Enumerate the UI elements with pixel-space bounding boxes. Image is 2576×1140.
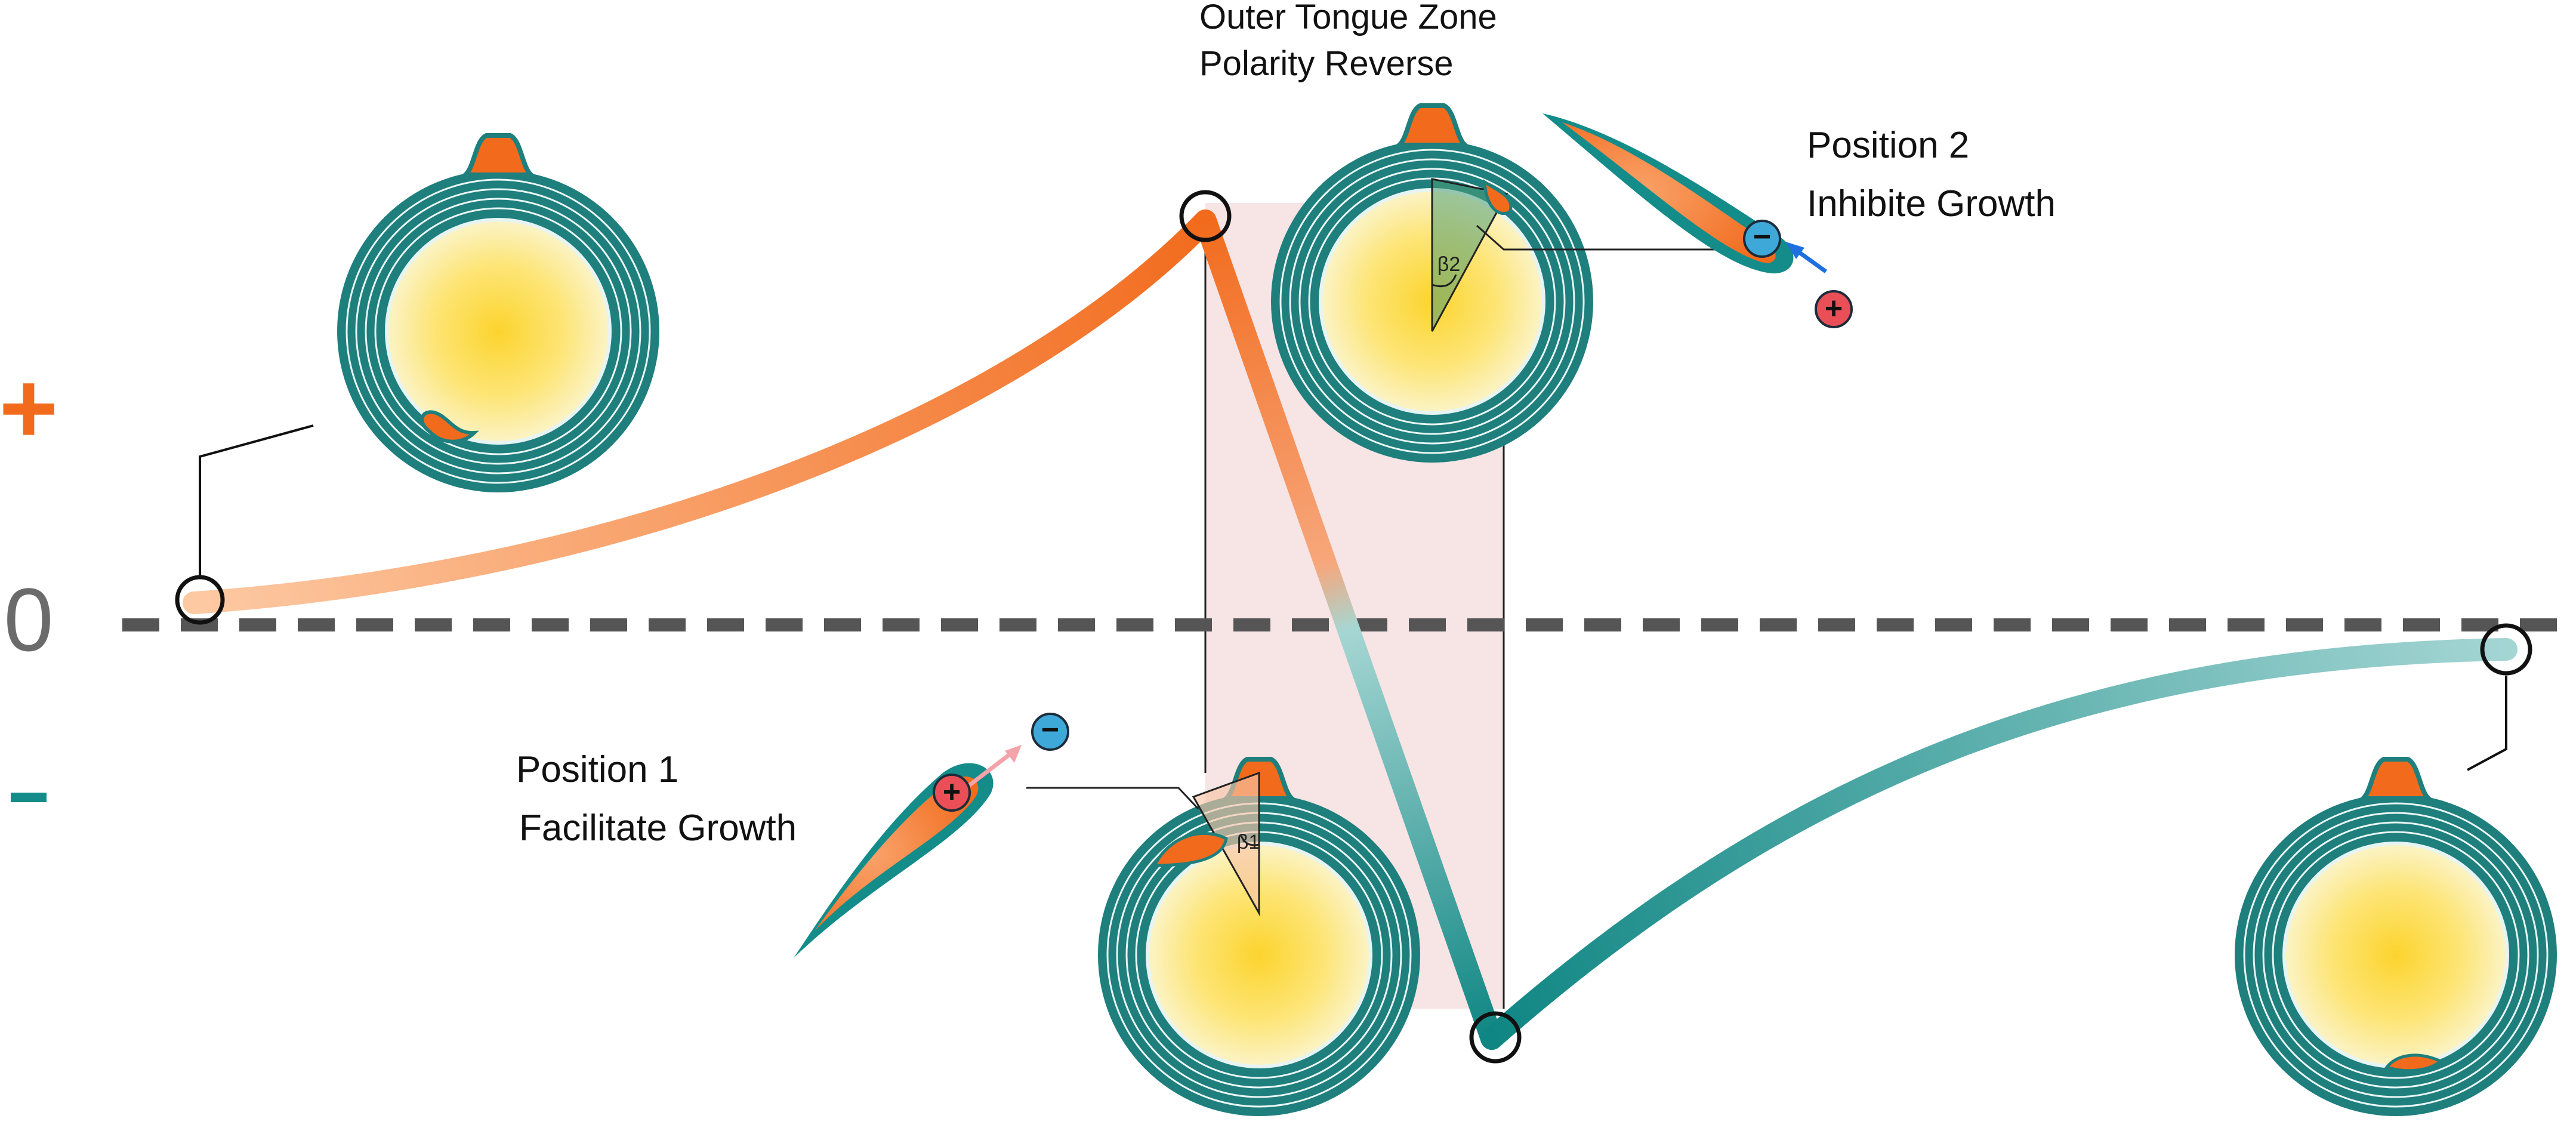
position2-pointer	[1476, 224, 1751, 251]
tongue-process-icon	[1483, 179, 1513, 215]
minus-charge-icon: −	[1031, 713, 1069, 751]
svg-text:−: −	[1753, 220, 1771, 254]
point-peak-marker	[1179, 190, 1232, 242]
myelin-cross-section-icon	[1098, 759, 1420, 1116]
position2-description: Inhibite Growth	[1807, 183, 2056, 224]
myelin-cross-section-icon	[337, 135, 659, 492]
tongue-process-icon	[420, 410, 479, 443]
position1-label: Position 1	[516, 749, 678, 790]
angle-arc-beta1	[1240, 835, 1260, 846]
position1-arrow	[960, 749, 1016, 793]
svg-text:+: +	[1825, 291, 1843, 326]
angle-wedge-beta2	[1431, 178, 1508, 332]
position2-arrowhead	[1785, 242, 1804, 259]
myelin-cross-section-icon	[2235, 759, 2557, 1116]
connector-end	[2467, 676, 2507, 771]
position1-pointer	[1026, 787, 1199, 810]
outer-tongue-subtitle: Polarity Reverse	[1199, 44, 1453, 83]
plus-charge-icon: +	[933, 774, 971, 812]
point-start-marker	[175, 575, 225, 625]
position2-tongue	[1542, 113, 1794, 274]
curve-rising-segment	[183, 209, 1217, 614]
axis-minus-sign	[11, 793, 47, 802]
position1-description: Facilitate Growth	[519, 808, 797, 849]
position2-label: Position 2	[1807, 125, 1969, 166]
plus-charge-icon: +	[1815, 290, 1853, 328]
tongue-process-icon	[2384, 1053, 2444, 1073]
position1-tongue	[794, 763, 994, 958]
outer-tongue-title: Outer Tongue Zone	[1199, 0, 1497, 36]
angle-arc-beta2	[1432, 274, 1457, 288]
minus-charge-icon: −	[1743, 220, 1781, 258]
axis-zero-label: 0	[4, 569, 53, 670]
tongue-process-icon	[1152, 831, 1228, 867]
point-trough-marker	[1469, 1011, 1522, 1064]
angle-label-beta1: β1	[1237, 831, 1260, 854]
angle-label-beta2: β2	[1437, 253, 1460, 276]
point-end-marker	[2480, 623, 2532, 676]
curve-recovery-segment	[1480, 638, 2518, 1050]
position1-arrowhead	[1005, 745, 1022, 763]
curve-falling-segment	[1194, 209, 1503, 1050]
svg-text:+: +	[943, 775, 961, 809]
svg-text:−: −	[1041, 713, 1059, 747]
myelin-cross-section-icon	[1271, 106, 1593, 463]
axis-plus-sign: +	[0, 352, 58, 465]
connector-start	[199, 424, 314, 576]
